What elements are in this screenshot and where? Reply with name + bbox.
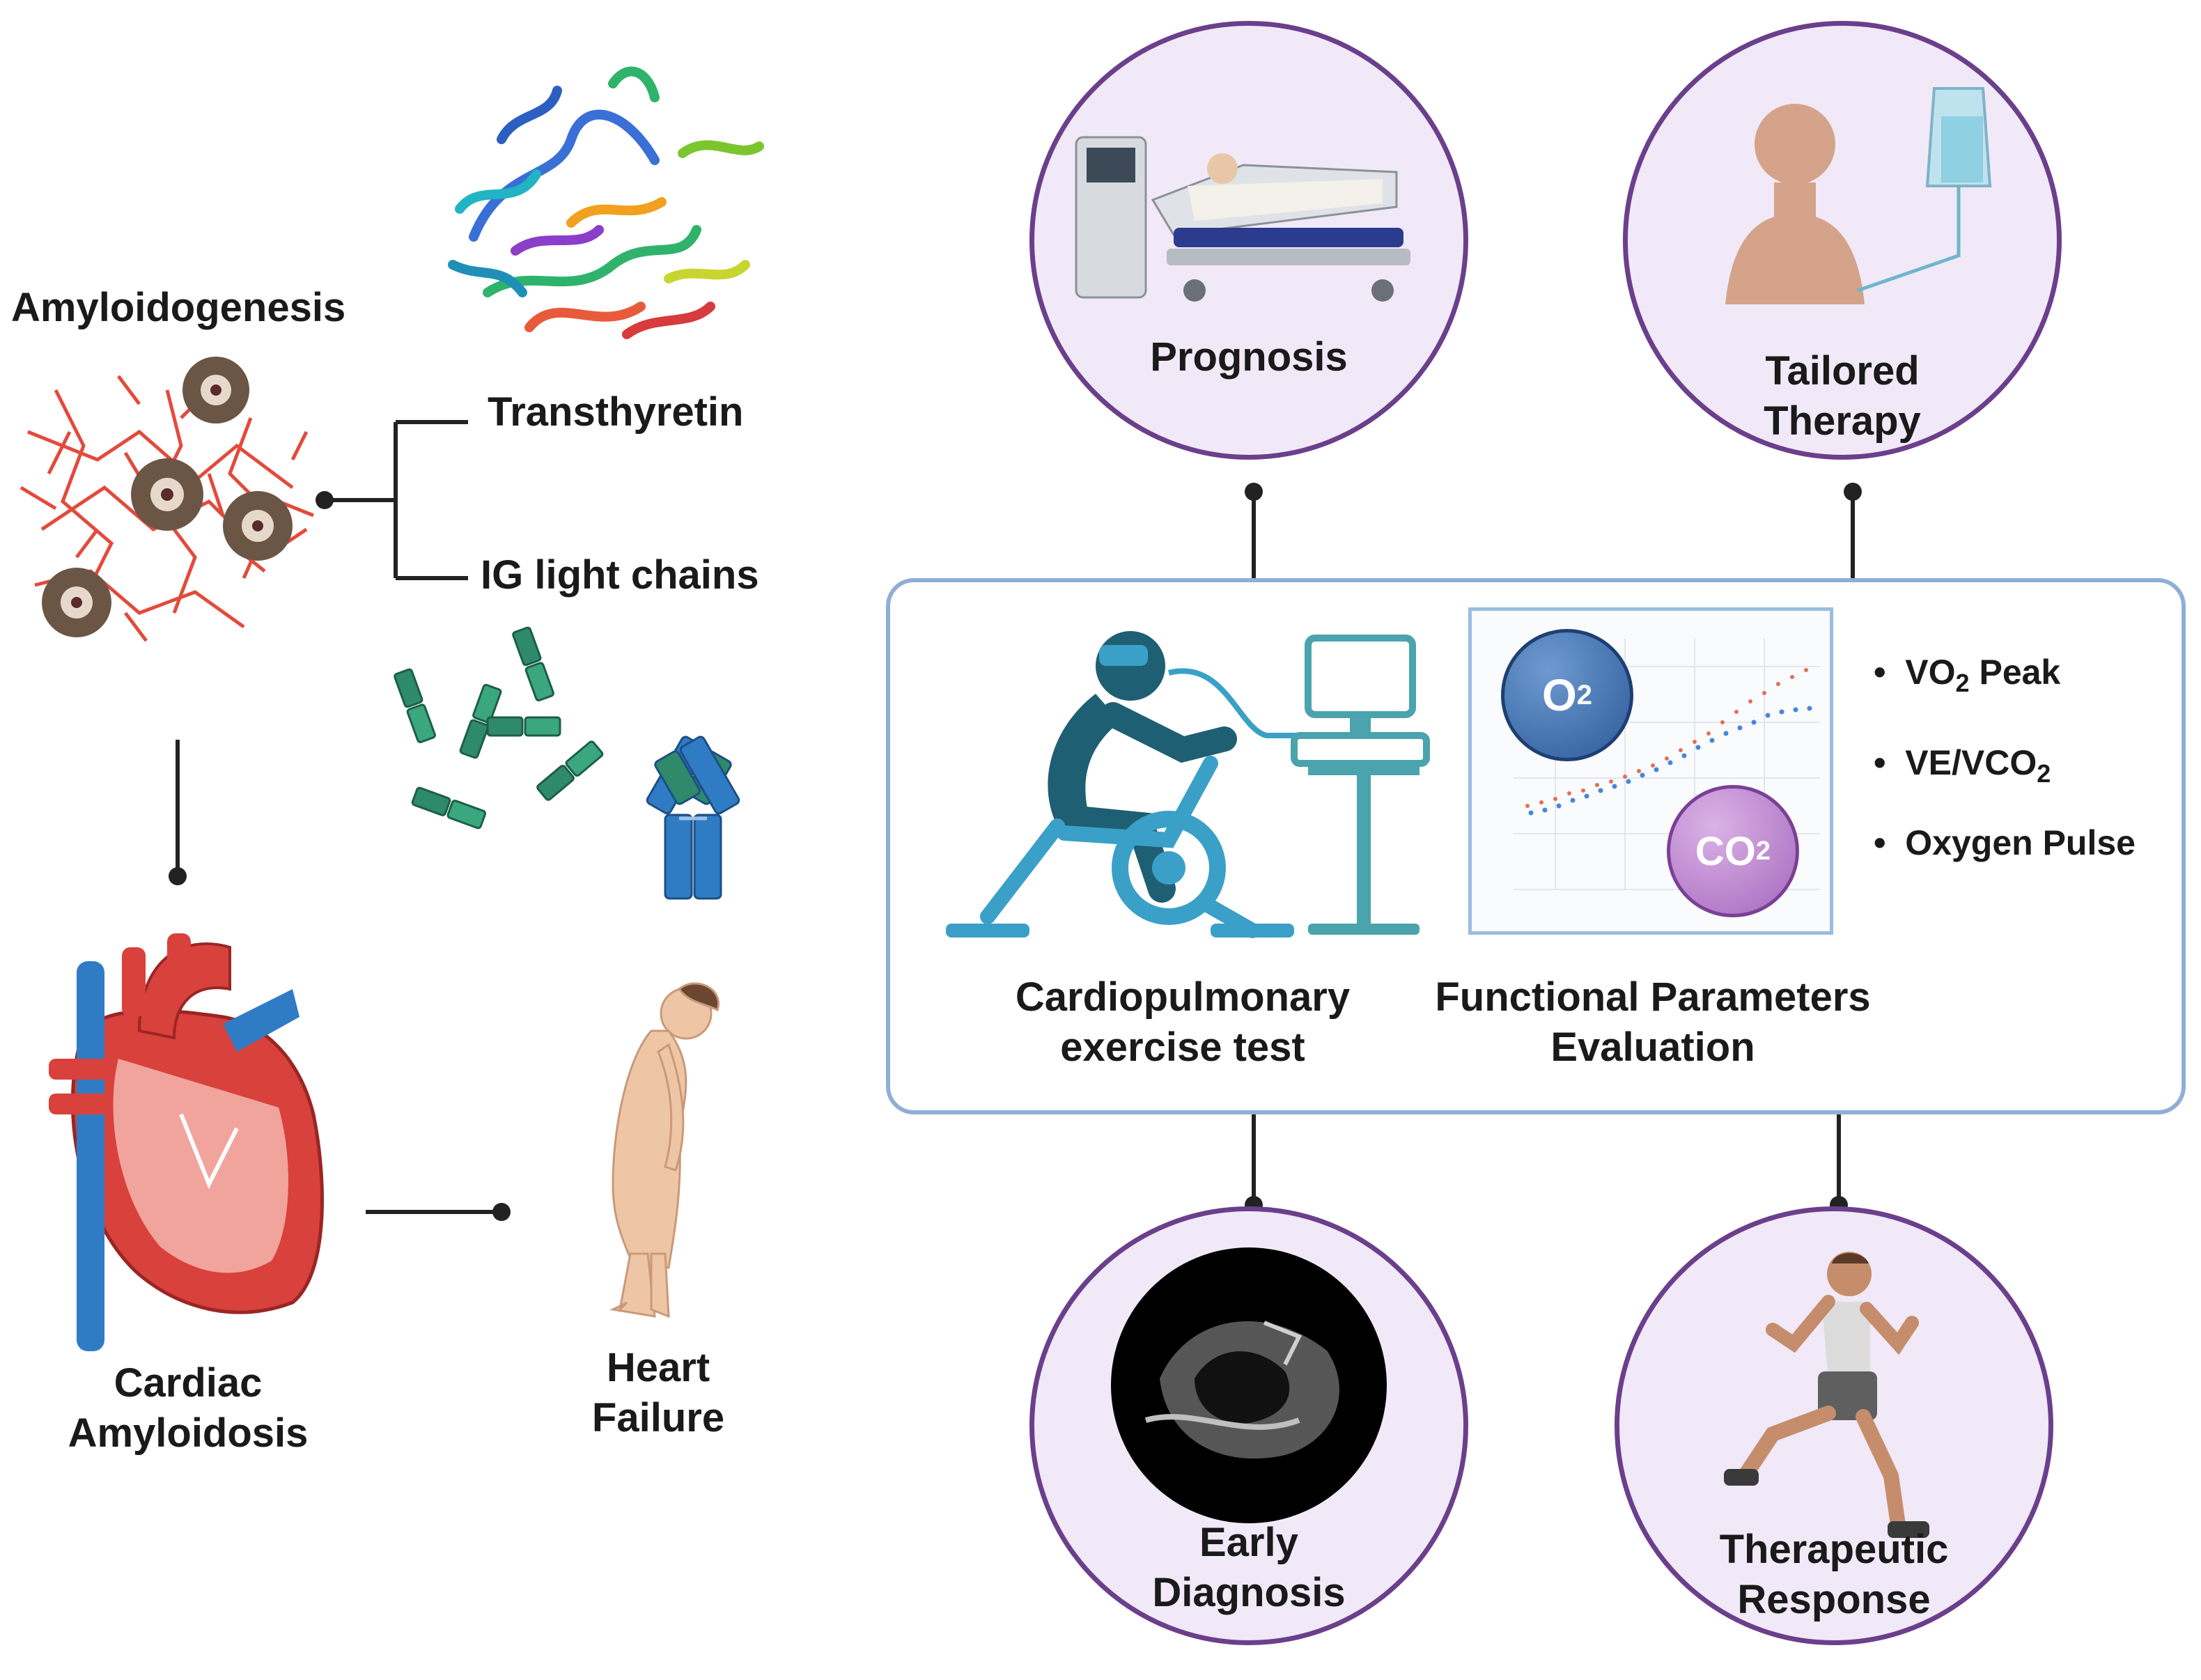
prognosis-circle: Prognosis	[1029, 21, 1468, 460]
early-diagnosis-circle: Early Diagnosis	[1029, 1206, 1468, 1645]
amyloid-deposit-icon	[42, 357, 293, 637]
light-chain-icon	[394, 626, 604, 830]
antibody-icon	[646, 736, 740, 900]
connector-dot	[1245, 483, 1263, 501]
panel-connectors	[1252, 492, 1855, 1205]
amyloidogenesis-label: Amyloidogenesis	[11, 285, 346, 330]
tailored-therapy-label: Tailored Therapy	[1764, 348, 1921, 444]
runner-icon	[1724, 1252, 1929, 1538]
functional-parameters-label: Functional Parameters Evaluation	[1435, 974, 1871, 1070]
connector-dot	[316, 491, 334, 509]
hunched-person-icon	[609, 982, 720, 1319]
connector-dot	[492, 1203, 511, 1221]
echocardiogram-icon	[1111, 1247, 1387, 1523]
heart-failure-label: Heart Failure	[591, 1345, 725, 1440]
hospital-bed-icon	[1075, 136, 1410, 302]
therapeutic-response-label: Therapeutic Response	[1719, 1527, 1949, 1622]
tailored-therapy-circle: Tailored Therapy	[1623, 21, 2062, 460]
prognosis-label: Prognosis	[1150, 334, 1348, 380]
gas-scatter-plot	[1514, 639, 1820, 890]
therapeutic-response-circle: Therapeutic Response	[1615, 1206, 2053, 1645]
connector-dot	[169, 867, 187, 885]
bullet-oxygen-pulse: • Oxygen Pulse	[1874, 823, 2136, 862]
protein-ribbon-icon	[448, 66, 764, 339]
bullet-vo2-peak: • VO2 Peak	[1874, 653, 2061, 697]
cpet-label: Cardiopulmonary exercise test	[1015, 974, 1351, 1070]
ig-light-chains-label: IG light chains	[481, 552, 759, 598]
exercise-bike-icon	[946, 631, 1430, 938]
scatter-points	[1525, 668, 1808, 808]
iv-patient-icon	[1725, 87, 1992, 304]
amyloid-bracket-connector	[325, 420, 468, 580]
connector-dot	[1844, 483, 1862, 501]
heart-icon	[49, 933, 324, 1351]
transthyretin-label: Transthyretin	[488, 389, 744, 435]
bullet-ve-vco2: • VE/VCO2	[1874, 743, 2051, 788]
cardiac-amyloidosis-label: Cardiac Amyloidosis	[68, 1360, 309, 1456]
early-diagnosis-label: Early Diagnosis	[1152, 1520, 1346, 1615]
